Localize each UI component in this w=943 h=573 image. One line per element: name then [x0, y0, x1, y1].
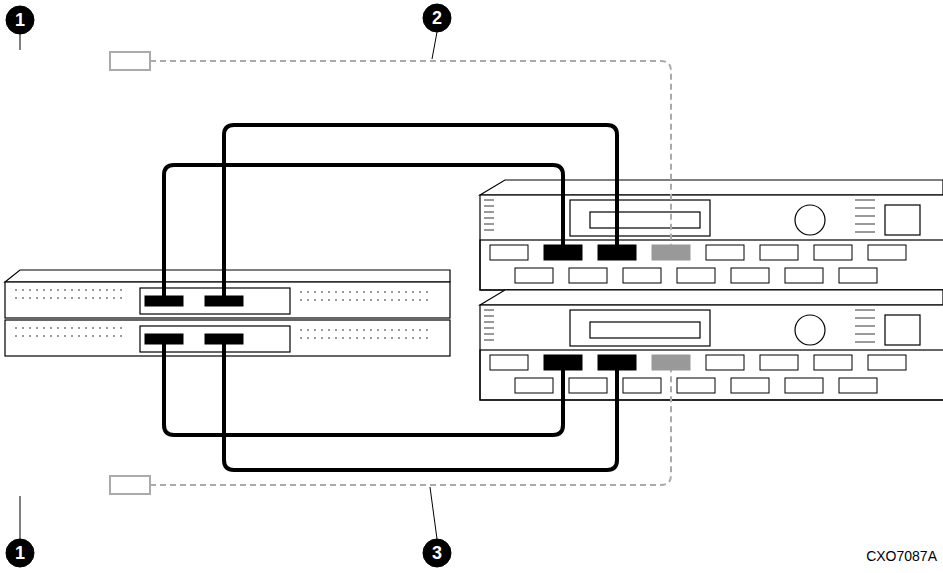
figure-code: CXO7087A: [866, 548, 937, 564]
callout-number: 1: [6, 6, 34, 34]
callout-number: 2: [423, 4, 451, 32]
callout-number: 3: [423, 539, 451, 567]
callout-number: 1: [6, 539, 34, 567]
